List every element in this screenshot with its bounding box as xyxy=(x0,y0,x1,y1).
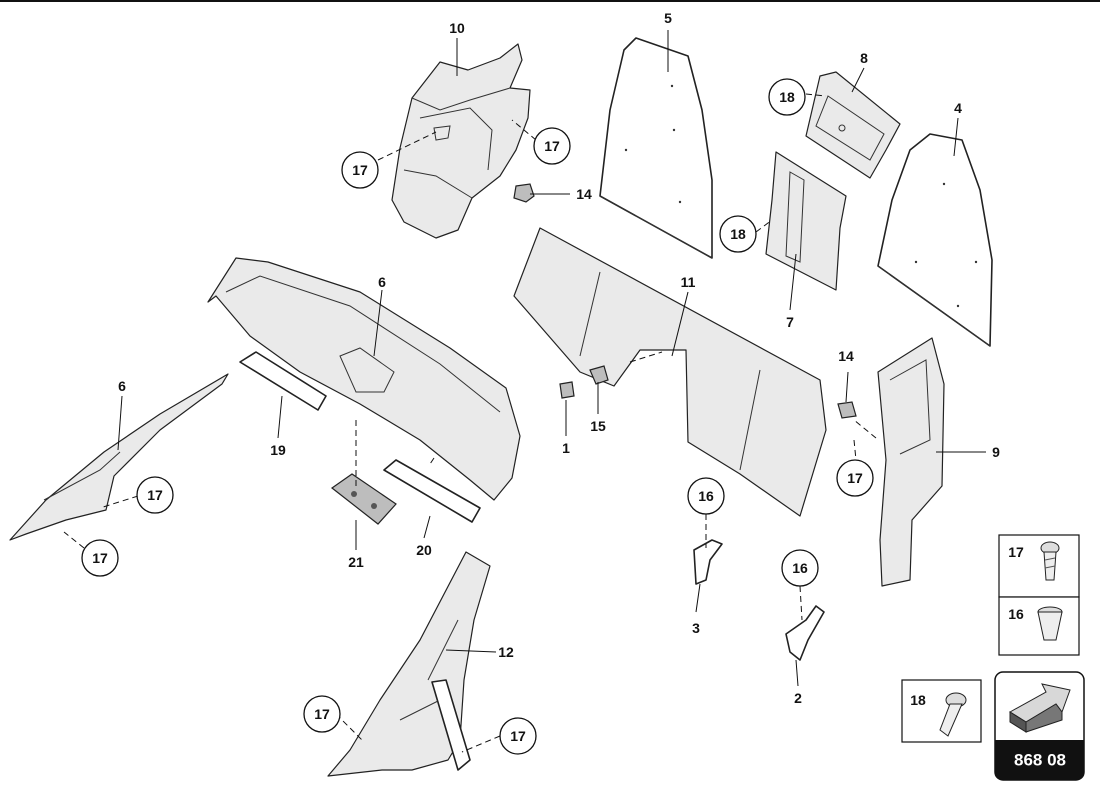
label-14-upper: 14 xyxy=(576,186,592,202)
circled-callouts: 17 17 18 18 17 17 17 16 16 17 17 xyxy=(81,78,874,755)
label-6-left: 6 xyxy=(118,378,126,394)
callout-17-g: 17 xyxy=(499,717,537,755)
callout-17-a: 17 xyxy=(341,151,379,189)
label-19: 19 xyxy=(270,442,286,458)
label-7: 7 xyxy=(786,314,794,330)
part-12-pillar xyxy=(327,551,491,777)
part-7-bracket xyxy=(765,151,847,291)
clip-icon xyxy=(1037,606,1063,641)
leader-lines xyxy=(63,30,986,753)
svg-text:18: 18 xyxy=(730,226,746,242)
part-1-cap xyxy=(559,381,575,399)
part-21-bracket xyxy=(330,473,397,525)
part-4-panel xyxy=(877,133,993,347)
legend-screw-17: 17 xyxy=(998,534,1080,598)
callout-17-c: 17 xyxy=(136,476,174,514)
label-8: 8 xyxy=(860,50,868,66)
part-5-panel xyxy=(599,37,713,259)
arrow-icon xyxy=(1009,683,1071,733)
doc-number: 868 08 xyxy=(1014,751,1066,770)
part-10-side-trim xyxy=(391,43,531,239)
label-2: 2 xyxy=(794,690,802,706)
part-14-clip-upper xyxy=(513,183,535,203)
callout-17-f: 17 xyxy=(303,695,341,733)
legend-screw-18: 18 xyxy=(901,679,982,743)
svg-text:17: 17 xyxy=(147,487,163,503)
label-12: 12 xyxy=(498,644,514,660)
svg-text:17: 17 xyxy=(544,138,560,154)
svg-text:16: 16 xyxy=(792,560,808,576)
part-20-pad xyxy=(383,459,481,523)
label-10: 10 xyxy=(449,20,465,36)
legend-label-16: 16 xyxy=(1008,606,1024,622)
part-6-shelf-trim xyxy=(207,257,521,501)
svg-text:17: 17 xyxy=(92,550,108,566)
svg-text:16: 16 xyxy=(698,488,714,504)
callout-17-d: 17 xyxy=(81,539,119,577)
label-11: 11 xyxy=(681,274,696,290)
svg-text:17: 17 xyxy=(352,162,368,178)
part-15-clip xyxy=(589,365,609,385)
part-9-trim xyxy=(877,337,945,587)
label-15: 15 xyxy=(590,418,606,434)
svg-text:17: 17 xyxy=(510,728,526,744)
callout-17-e: 17 xyxy=(836,459,874,497)
label-20: 20 xyxy=(416,542,432,558)
callout-17-b: 17 xyxy=(533,127,571,165)
part-8-bracket xyxy=(805,71,901,179)
svg-text:17: 17 xyxy=(314,706,330,722)
label-1: 1 xyxy=(562,440,570,456)
part-6-left-trim xyxy=(9,373,229,541)
label-5: 5 xyxy=(664,10,672,26)
part-19-pad xyxy=(239,351,327,411)
legend-label-18: 18 xyxy=(910,692,926,708)
label-21: 21 xyxy=(348,554,364,570)
callout-16-a: 16 xyxy=(687,477,725,515)
part-14-clip-right xyxy=(837,401,857,419)
legend-clip-16: 16 xyxy=(998,596,1080,656)
label-3: 3 xyxy=(692,620,700,636)
part-3-bracket xyxy=(693,539,723,585)
callout-18-b: 18 xyxy=(719,215,757,253)
part-11-shelf-cover xyxy=(513,227,827,517)
label-9: 9 xyxy=(992,444,1000,460)
label-6-shelf: 6 xyxy=(378,274,386,290)
svg-text:17: 17 xyxy=(847,470,863,486)
doc-reference-box: 868 08 xyxy=(994,671,1085,781)
svg-text:18: 18 xyxy=(779,89,795,105)
callout-18-a: 18 xyxy=(768,78,806,116)
part-labels: 10 5 8 4 14 7 11 6 6 14 1 15 19 9 21 20 … xyxy=(118,10,1000,706)
label-14-right: 14 xyxy=(838,348,854,364)
screw-icon xyxy=(1040,541,1060,581)
callout-16-b: 16 xyxy=(781,549,819,587)
label-4: 4 xyxy=(954,100,962,116)
part-2-bracket xyxy=(785,605,825,661)
legend-label-17: 17 xyxy=(1008,544,1024,560)
bolt-icon xyxy=(939,692,967,737)
